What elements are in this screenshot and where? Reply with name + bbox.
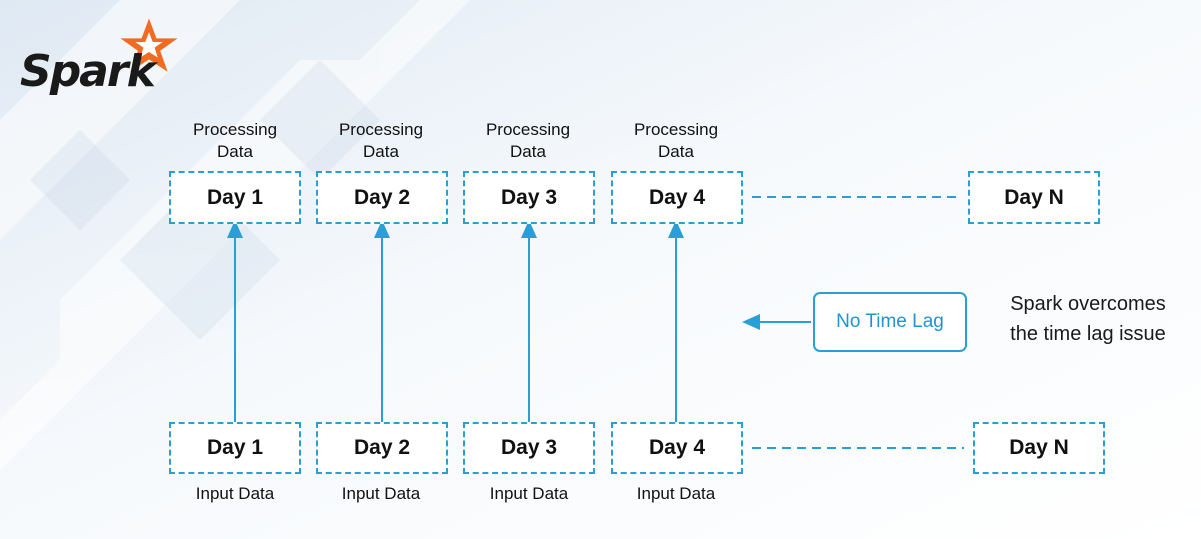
processing-day-1-box: Day 1 (169, 171, 301, 224)
no-time-lag-callout: No Time Lag (813, 292, 967, 352)
processing-caption-2: Processing Data (338, 120, 424, 161)
input-day-2-box: Day 2 (316, 422, 448, 474)
input-caption-2: Input Data (341, 484, 421, 503)
processing-day-n-box: Day N (968, 171, 1100, 224)
input-caption-3: Input Data (489, 484, 569, 503)
star-icon (120, 18, 178, 72)
input-caption-1: Input Data (195, 484, 275, 503)
input-day-4-box: Day 4 (611, 422, 743, 474)
input-day-3-box: Day 3 (463, 422, 595, 474)
processing-day-2-box: Day 2 (316, 171, 448, 224)
processing-caption-4: Processing Data (633, 120, 719, 161)
input-caption-4: Input Data (636, 484, 716, 503)
processing-caption-1: Processing Data (192, 120, 278, 161)
processing-day-4-box: Day 4 (611, 171, 743, 224)
logo-text: Spark (20, 46, 156, 97)
input-day-1-box: Day 1 (169, 422, 301, 474)
spark-note: Spark overcomes the time lag issue (1010, 293, 1166, 345)
processing-caption-3: Processing Data (485, 120, 571, 161)
input-day-n-box: Day N (973, 422, 1105, 474)
spark-logo: Spark (8, 8, 178, 103)
processing-day-3-box: Day 3 (463, 171, 595, 224)
